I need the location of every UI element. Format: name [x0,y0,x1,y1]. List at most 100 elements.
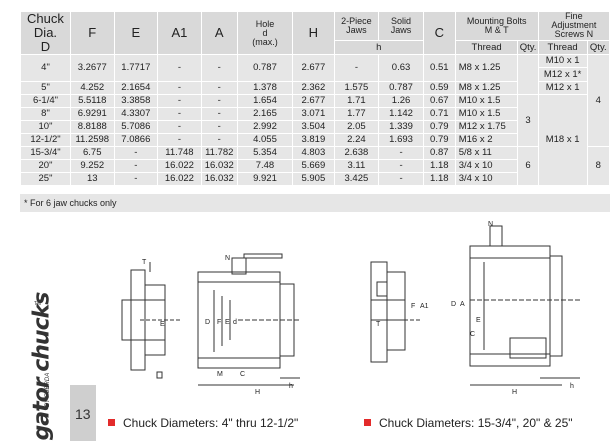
cell-solid: 1.339 [379,121,423,133]
cell-h: 2.677 [293,95,334,107]
table-row: 25" 13 - 16.022 16.032 9.921 5.905 3.425… [21,173,609,185]
cell-hole: 1.378 [237,82,293,94]
cell-e: - [114,147,158,159]
cell-a1: - [158,95,201,107]
caption-right: Chuck Diameters: 15-3/4", 20" & 25" [364,416,573,430]
cell-solid: 0.63 [379,55,423,81]
header-solid: Solid Jaws [379,12,423,40]
cell-thread: M10 x 1.5 [455,95,518,107]
cell-h: 2.677 [293,55,334,81]
cell-e: 5.7086 [114,121,158,133]
cell-a1: - [158,121,201,133]
header-f: F [70,12,114,54]
table-row: 4" 3.2677 1.7717 - - 0.787 2.677 - 0.63 … [21,55,609,146]
label-n-right: N [488,221,493,228]
label-n-left: N [225,255,230,262]
cell-e: 4.3307 [114,108,158,120]
cell-dia: 8" [21,108,70,120]
label-f-right: F [411,303,415,310]
table-footnote: * For 6 jaw chucks only [20,194,610,212]
cell-thread: M8 x 1.25 [455,82,518,94]
table-row: 6-1/4" 5.5118 3.3858 - - 1.654 2.677 1.7… [21,95,609,185]
cell-a: - [201,134,237,146]
left-profile-drawing [121,262,180,379]
fine-thread-m10: M10 x 1 [538,55,587,68]
cell-two-piece: 1.77 [334,108,379,120]
cell-f: 9.252 [70,160,114,172]
header-a: A [201,12,237,54]
brand-logo: gator chucks BY FUERDA TM [20,293,60,441]
cell-qty-spacer [518,55,538,94]
header-two-piece: 2-Piece Jaws [334,12,379,40]
header-hole: Hole d (max.) [237,12,293,54]
cell-f: 6.9291 [70,108,114,120]
cell-a: 11.782 [201,147,237,159]
cell-qty-6: 6 [518,147,538,185]
page-number-box [70,385,96,441]
table-row: 15-3/4" 6.75 - 11.748 11.782 5.354 4.803… [21,147,609,185]
cell-a1: 16.022 [158,160,201,172]
header-thread: Thread [455,40,518,54]
cell-e: 2.1654 [114,82,158,94]
label-h-small-right: h [570,383,574,390]
cell-fine-qty-4: 4 [587,55,609,146]
header-h: H [293,12,334,54]
cell-e: - [114,160,158,172]
label-f-left: F [217,319,221,326]
cell-a1: 16.022 [158,173,201,185]
cell-dia: 4" [21,55,70,81]
cell-h: 3.071 [293,108,334,120]
cell-dia: 25" [21,173,70,185]
cell-a: - [201,108,237,120]
table-row: 5" 4.252 2.1654 - - 1.378 2.362 1.575 0.… [21,82,609,94]
cell-h: 4.803 [293,147,334,159]
spec-table: Chuck Dia. D F E A1 A Hole d (max.) H 2-… [20,11,610,186]
cell-fine-qty-8: 8 [587,147,609,185]
cell-e: 3.3858 [114,95,158,107]
header-chuck-dia: Chuck Dia. D [21,12,70,54]
cell-a: 16.032 [201,173,237,185]
cell-thread: 3/4 x 10 [455,160,518,172]
cell-c: 0.67 [423,95,455,107]
cell-hole: 0.787 [237,55,293,81]
cell-a: - [201,82,237,94]
cell-hole: 9.921 [237,173,293,185]
header-mounting-bolts: Mounting Bolts M & T [455,12,538,40]
cell-a1: 11.748 [158,147,201,159]
cell-hole: 7.48 [237,160,293,172]
header-qty: Qty. [518,40,538,54]
page-number: 13 [75,406,91,422]
red-square-icon [364,419,371,426]
header-fine-adjustment: Fine Adjustment Screws N [538,12,609,40]
cell-thread: 5/8 x 11 [455,147,518,159]
caption-left: Chuck Diameters: 4" thru 12-1/2" [108,416,298,430]
cell-dia: 20" [21,160,70,172]
cell-f: 4.252 [70,82,114,94]
label-t-left: T [142,259,147,266]
cell-dia: 10" [21,121,70,133]
red-square-icon [108,419,115,426]
cell-dia: 5" [21,82,70,94]
cell-hole: 1.654 [237,95,293,107]
cell-dia: 12-1/2" [21,134,70,146]
cell-fine-thread: M12 x 1 [538,82,587,94]
label-a1-right: A1 [420,303,429,310]
cell-c: 0.87 [423,147,455,159]
header-fine-thread: Thread [538,40,587,54]
cell-f: 5.5118 [70,95,114,107]
cell-dia: 15-3/4" [21,147,70,159]
cell-c: 0.59 [423,82,455,94]
header-a1: A1 [158,12,201,54]
right-section-drawing [469,225,580,386]
cell-h: 3.819 [293,134,334,146]
cell-fine-thread-m18: M18 x 1 [538,95,587,185]
cell-c: 1.18 [423,173,455,185]
cell-c: 0.51 [423,55,455,81]
label-d-small-left: d [233,319,237,326]
cell-a1: - [158,108,201,120]
cell-hole: 5.354 [237,147,293,159]
cell-solid: 1.142 [379,108,423,120]
cell-hole: 2.992 [237,121,293,133]
label-c-right: C [470,331,475,338]
